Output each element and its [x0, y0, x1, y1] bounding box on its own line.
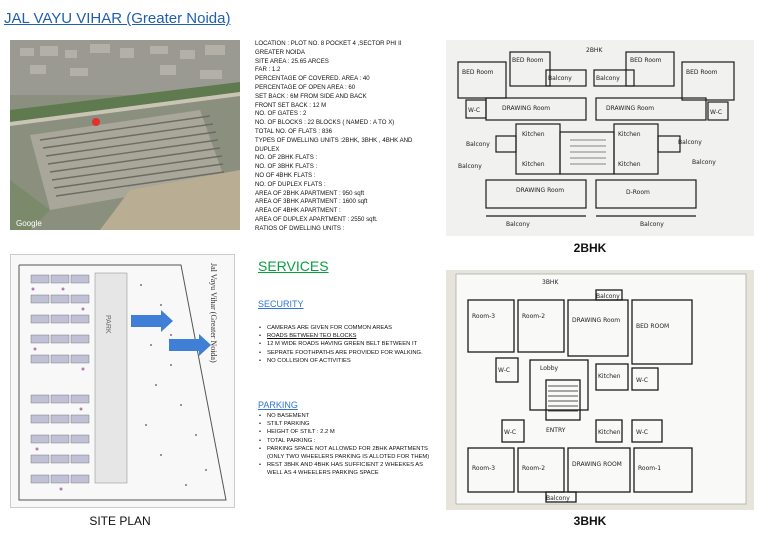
list-item: TOTAL PARKING :	[258, 437, 434, 445]
plan-label: DRAWING Room	[502, 105, 550, 112]
plan-label: Room-3	[472, 313, 495, 320]
list-item: SEPRATE FOOTHPATHS ARE PROVIDED FOR WALK…	[258, 349, 434, 357]
security-list: CAMERAS ARE GIVEN FOR COMMON AREAS ROADS…	[258, 324, 434, 365]
detail-line: AREA OF 4BHK APARTMENT :	[255, 207, 341, 215]
plan-label: BED Room	[512, 57, 544, 64]
plan-label: Balcony	[596, 293, 620, 300]
plan-label: Kitchen	[598, 373, 621, 380]
plan-label: Room-2	[522, 465, 545, 472]
plan-label: Balcony	[678, 139, 702, 146]
page-title: JAL VAYU VIHAR (Greater Noida)	[4, 10, 231, 27]
detail-line: NO OF 4BHK FLATS :	[255, 171, 316, 179]
list-item: 12 M WIDE ROADS HAVING GREEN BELT BETWEE…	[258, 340, 434, 348]
security-heading: SECURITY	[258, 299, 304, 309]
plan-label: Kitchen	[598, 429, 621, 436]
plan-label: DRAWING ROOM	[572, 461, 622, 468]
list-item: NO BASEMENT	[258, 412, 434, 420]
list-item: CAMERAS ARE GIVEN FOR COMMON AREAS	[258, 324, 434, 332]
google-watermark: Google	[16, 219, 42, 228]
detail-line: FAR : 1.2	[255, 66, 281, 74]
detail-line: DUPLEX	[255, 145, 280, 153]
parking-heading: PARKING	[258, 400, 298, 410]
plan-label: DRAWING Room	[516, 187, 564, 194]
list-item: PARKING SPACE NOT ALLOWED FOR 2BHK APART…	[258, 445, 434, 461]
plan-label: Balcony	[640, 221, 664, 228]
plan-label: W-C	[636, 429, 648, 436]
detail-line: TYPES OF DWELLING UNITS :2BHK, 3BHK , 4B…	[255, 136, 413, 144]
list-item: HEIGHT OF STILT : 2.2 M	[258, 428, 434, 436]
plan-label: Balcony	[546, 495, 570, 502]
detail-line: NO. OF BLOCKS : 22 BLOCKS ( NAMED : A TO…	[255, 119, 395, 127]
plan-label: Balcony	[458, 163, 482, 170]
detail-line: NO. OF DUPLEX FLATS :	[255, 180, 326, 188]
parking-list: NO BASEMENT STILT PARKING HEIGHT OF STIL…	[258, 412, 434, 478]
plan-label: BED ROOM	[636, 323, 669, 330]
plan-label: DRAWING Room	[572, 317, 620, 324]
plan-label: Kitchen	[522, 161, 545, 168]
detail-line: SITE AREA : 25.65 ARCES	[255, 57, 329, 65]
plan-label: Kitchen	[522, 131, 545, 138]
detail-line: NO. OF 3BHK FLATS :	[255, 163, 318, 171]
plan-label: Balcony	[692, 159, 716, 166]
plan-label: BED Room	[630, 57, 662, 64]
list-item: STILT PARKING	[258, 420, 434, 428]
detail-line: PERCENTAGE OF COVERED. AREA : 40	[255, 75, 370, 83]
plan-label: W-C	[710, 109, 722, 116]
detail-line: FRONT SET BACK : 12 M	[255, 101, 327, 109]
detail-line: NO. OF GATES : 2	[255, 110, 307, 118]
plan-label: Room-2	[522, 313, 545, 320]
plan-label: BED Room	[462, 69, 494, 76]
site-plan-graphic: Jal Vayu Vihar (Greater Noida) PARK	[11, 255, 234, 507]
plan-label: Room-3	[472, 465, 495, 472]
site-plan-drawing: Jal Vayu Vihar (Greater Noida) PARK	[10, 254, 235, 508]
plan-label: BED Room	[686, 69, 718, 76]
detail-line: NO. OF 2BHK FLATS :	[255, 154, 318, 162]
plan-2bhk-title: 2BHK	[586, 47, 603, 54]
site-plan-park-label: PARK	[104, 315, 111, 334]
list-item: ROADS BETWEEN TEO BLOCKS	[258, 332, 434, 340]
plan-2bhk-graphic: 2BHK BED Room BED Room BED Room BED Room…	[446, 40, 754, 236]
plan-label: W-C	[468, 107, 480, 114]
detail-line: TOTAL NO. OF FLATS : 836	[255, 127, 332, 135]
plan-3bhk-sketch: 3BHK Room-3 Room-2 DRAWING Room BED ROOM…	[446, 270, 754, 510]
plan-label: Balcony	[548, 75, 572, 82]
site-plan-vertical-title: Jal Vayu Vihar (Greater Noida)	[209, 263, 218, 363]
plan-label: Room-1	[638, 465, 661, 472]
detail-line: AREA OF 2BHK APARTMENT : 950 sqft	[255, 189, 365, 197]
plan-3bhk-caption: 3BHK	[573, 514, 607, 528]
plan-3bhk-title: 3BHK	[542, 279, 559, 286]
aerial-photo-graphic: Google	[10, 40, 240, 230]
plan-label: Balcony	[596, 75, 620, 82]
detail-line: SET BACK : 6M FROM SIDE AND BACK	[255, 92, 367, 100]
plan-2bhk-caption: 2BHK	[573, 241, 607, 255]
detail-line: AREA OF 3BHK APARTMENT : 1600 sqft	[255, 198, 368, 206]
plan-2bhk-sketch: 2BHK BED Room BED Room BED Room BED Room…	[446, 40, 754, 236]
plan-label: DRAWING Room	[606, 105, 654, 112]
plan-label: Lobby	[540, 365, 559, 372]
list-item: NO COLLISION OF ACTIVITIES	[258, 357, 434, 365]
detail-line: RATIOS OF DWELLING UNITS :	[255, 224, 345, 232]
list-item: REST 3BHK AND 4BHK HAS SUFFICIENT 2 WHEE…	[258, 461, 434, 477]
detail-line: GREATER NOIDA	[255, 48, 305, 56]
plan-label: D-Room	[626, 189, 650, 196]
plan-label: W-C	[498, 367, 510, 374]
plan-label: ENTRY	[546, 427, 566, 434]
project-details: LOCATION : PLOT NO. 8 POCKET 4 ,SECTOR P…	[255, 40, 435, 234]
plan-3bhk-graphic: 3BHK Room-3 Room-2 DRAWING Room BED ROOM…	[446, 270, 754, 510]
detail-line: AREA OF DUPLEX APARTMENT : 2550 sqft.	[255, 215, 378, 223]
plan-label: Balcony	[506, 221, 530, 228]
detail-line: LOCATION : PLOT NO. 8 POCKET 4 ,SECTOR P…	[255, 40, 402, 47]
plan-label: Balcony	[466, 141, 490, 148]
services-heading: SERVICES	[258, 258, 329, 274]
plan-label: Kitchen	[618, 161, 641, 168]
plan-label: W-C	[504, 429, 516, 436]
plan-label: W-C	[636, 377, 648, 384]
plan-label: Kitchen	[618, 131, 641, 138]
detail-line: PERCENTAGE OF OPEN AREA : 60	[255, 83, 356, 91]
site-plan-caption: SITE PLAN	[89, 514, 151, 528]
aerial-photo: Google	[10, 40, 240, 230]
